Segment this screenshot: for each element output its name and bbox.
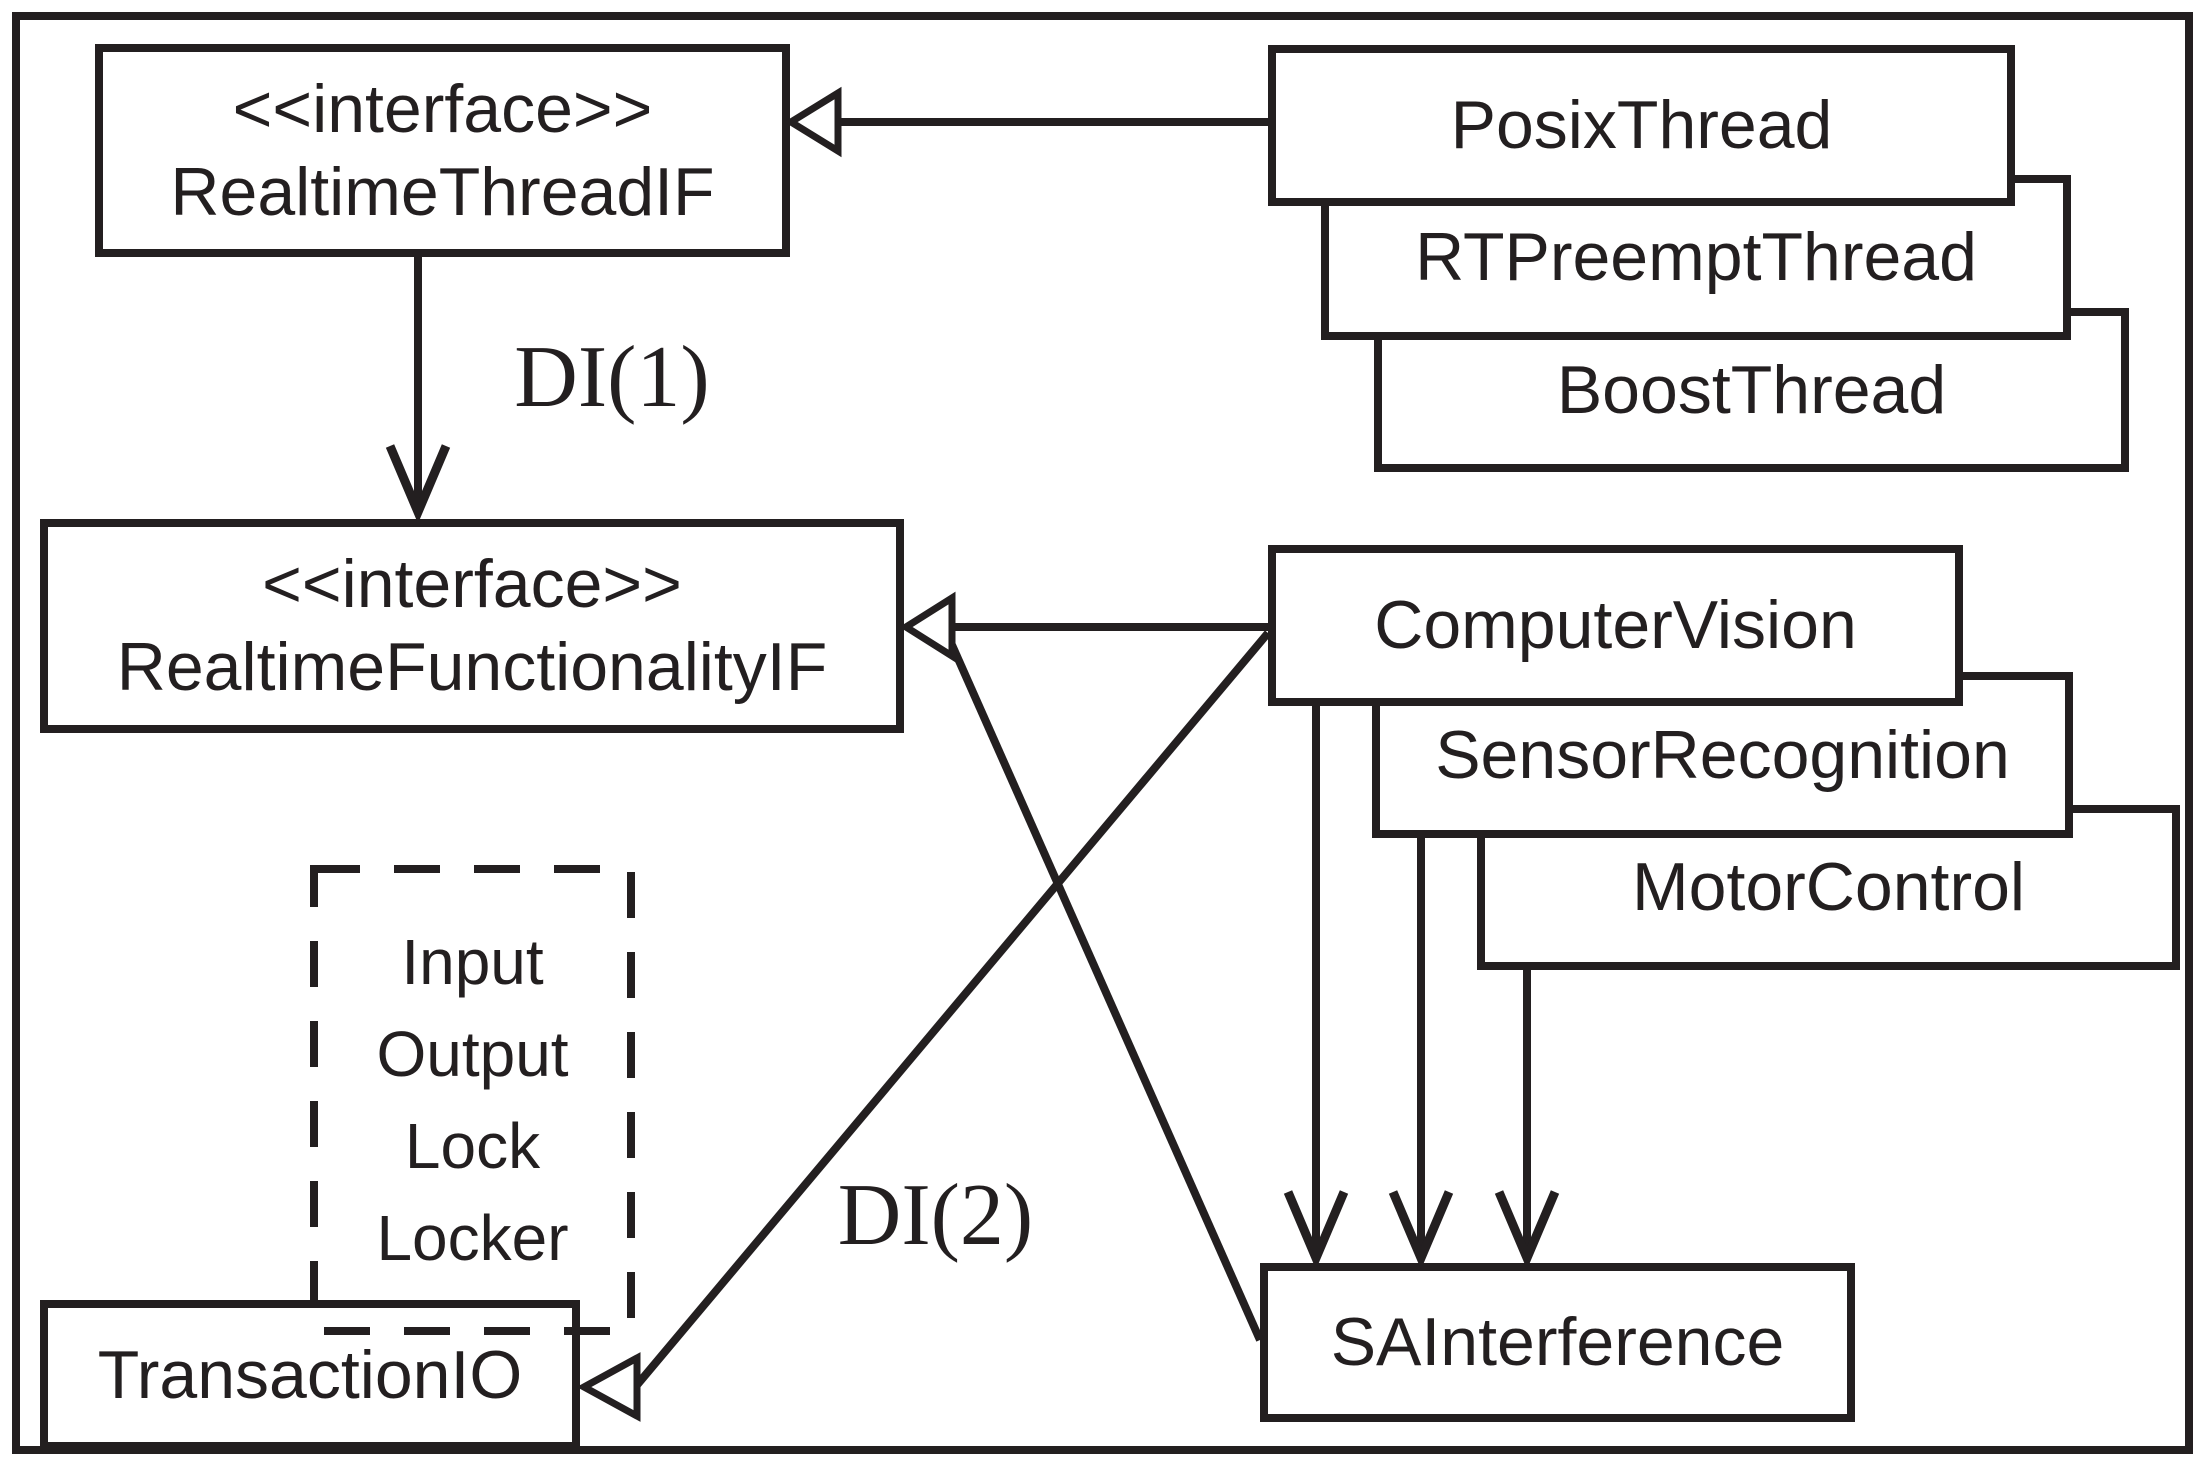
class-name-label: MotorControl	[1631, 849, 2026, 926]
dependency-label-di1: DI(1)	[514, 329, 710, 426]
diagram-border	[12, 12, 2193, 1454]
class-name-label: PosixThread	[1450, 87, 1833, 164]
interface-box-realtime-thread-if: <<interface>> RealtimeThreadIF	[95, 44, 790, 257]
class-name-label: SensorRecognition	[1435, 716, 2010, 793]
class-name-label: SAInterference	[1330, 1304, 1785, 1381]
class-name-label: RealtimeThreadIF	[170, 153, 715, 230]
interface-box-realtime-functionality-if: <<interface>> RealtimeFunctionalityIF	[40, 519, 904, 733]
class-box-computer-vision: ComputerVision	[1268, 545, 1963, 706]
class-name-label: BoostThread	[1556, 351, 1947, 428]
dashed-role-box: Input Output Lock Locker	[310, 865, 635, 1335]
class-name-label: RTPreemptThread	[1415, 219, 1977, 296]
class-name-label: ComputerVision	[1374, 587, 1857, 664]
stereotype-label: <<interface>>	[232, 70, 653, 147]
class-box-posix-thread: PosixThread	[1268, 45, 2015, 206]
role-label-input: Input	[401, 926, 544, 998]
dependency-label-di2: DI(2)	[837, 1167, 1034, 1264]
class-box-sa-interference: SAInterference	[1260, 1263, 1855, 1422]
role-label-lock: Lock	[404, 1110, 541, 1182]
role-label-locker: Locker	[376, 1202, 569, 1274]
stereotype-label: <<interface>>	[262, 546, 682, 623]
role-label-output: Output	[376, 1018, 569, 1090]
class-name-label: TransactionIO	[97, 1336, 523, 1413]
class-name-label: RealtimeFunctionalityIF	[116, 629, 828, 705]
